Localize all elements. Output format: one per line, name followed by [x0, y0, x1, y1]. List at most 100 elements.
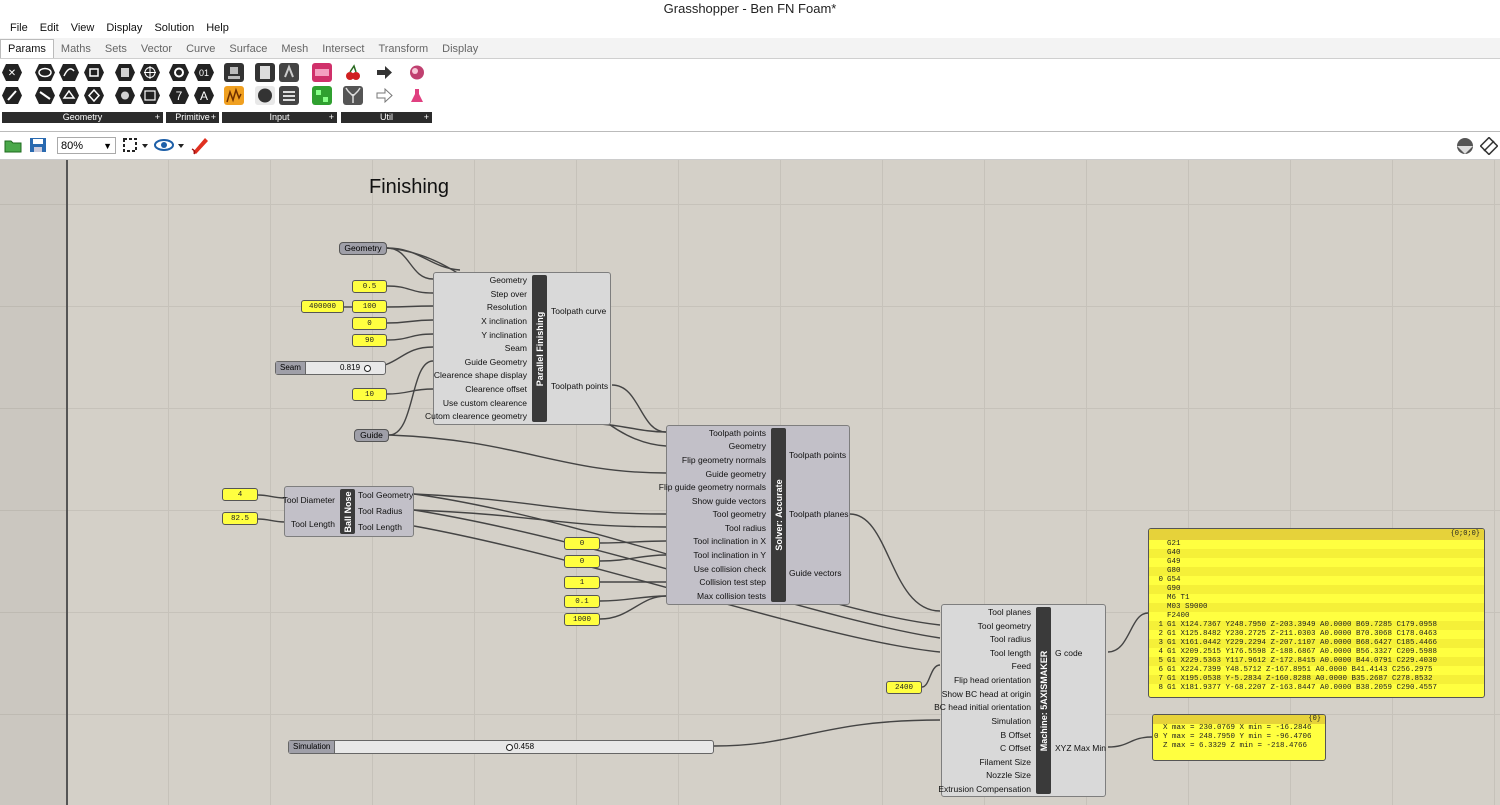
import-icon[interactable]: [224, 63, 244, 82]
zoom-extents-icon[interactable]: [122, 137, 150, 153]
input-tool-radius[interactable]: Tool radius: [724, 523, 766, 533]
panel-icon[interactable]: [255, 63, 275, 82]
solver-accurate-component[interactable]: Solver: Accurate Toolpath points Geometr…: [659, 425, 850, 605]
flask-icon[interactable]: [407, 86, 427, 105]
geometry-param[interactable]: Geometry: [339, 242, 387, 255]
tab-sets[interactable]: Sets: [104, 43, 127, 55]
output-xyz-max-min[interactable]: XYZ Max Min: [1055, 743, 1107, 753]
input-flip-head-orientation[interactable]: Flip head orientation: [953, 675, 1031, 685]
input-y-inclination[interactable]: Y inclination: [481, 330, 527, 340]
tab-curve[interactable]: Curve: [186, 43, 216, 55]
boolean-icon[interactable]: [169, 63, 189, 82]
input-c-offset[interactable]: C Offset: [999, 743, 1031, 753]
menu-file[interactable]: File: [10, 22, 28, 34]
input-toolpath-points[interactable]: Toolpath points: [708, 428, 766, 438]
tab-intersect[interactable]: Intersect: [322, 43, 365, 55]
number-icon[interactable]: 7: [169, 86, 189, 105]
seam-slider[interactable]: Seam 0.819: [275, 361, 386, 375]
geometry-pipeline-icon[interactable]: [140, 86, 160, 105]
output-toolpath-curve[interactable]: Toolpath curve: [551, 306, 607, 316]
output-toolpath-points[interactable]: Toolpath points: [789, 450, 847, 460]
x-inclination-panel[interactable]: 0: [352, 317, 387, 330]
input-guide-geometry[interactable]: Guide Geometry: [464, 357, 527, 367]
tool-diameter-panel[interactable]: 4: [222, 488, 258, 501]
menu-edit[interactable]: Edit: [39, 22, 59, 34]
tab-params[interactable]: Params: [0, 39, 54, 58]
input-show-guide-vectors[interactable]: Show guide vectors: [691, 496, 766, 506]
box-icon[interactable]: [115, 63, 135, 82]
button-icon[interactable]: [255, 86, 275, 105]
max-collision-panel[interactable]: 1000: [564, 613, 600, 626]
relay-arrow-icon[interactable]: [374, 63, 394, 82]
output-toolpath-planes[interactable]: Toolpath planes: [789, 509, 849, 519]
input-extrusion-compensation[interactable]: Extrusion Compensation: [938, 784, 1031, 794]
open-folder-icon[interactable]: [4, 137, 22, 153]
feed-panel[interactable]: 2400: [886, 681, 922, 694]
clearence-offset-panel[interactable]: 10: [352, 388, 387, 401]
text-icon[interactable]: A: [194, 86, 214, 105]
input-clearence-shape-display[interactable]: Clearence shape display: [433, 370, 527, 380]
input-clearence-offset[interactable]: Clearence offset: [465, 384, 527, 394]
seam-slider-knob[interactable]: [364, 365, 371, 372]
input-tool-geometry[interactable]: Tool geometry: [977, 621, 1031, 631]
input-b-offset[interactable]: B Offset: [1000, 730, 1031, 740]
collision-step-panel[interactable]: 0.1: [564, 595, 600, 608]
input-nozzle-size[interactable]: Nozzle Size: [986, 770, 1031, 780]
inclination-x-panel[interactable]: 0: [564, 537, 600, 550]
inclination-y-panel[interactable]: 0: [564, 555, 600, 568]
tab-display[interactable]: Display: [442, 43, 479, 55]
step-over-panel[interactable]: 0.5: [352, 280, 387, 293]
menu-display[interactable]: Display: [106, 22, 143, 34]
vector-icon[interactable]: [2, 86, 22, 105]
tab-surface[interactable]: Surface: [229, 43, 268, 55]
input-seam[interactable]: Seam: [504, 343, 527, 353]
guide-param[interactable]: Guide: [354, 429, 389, 442]
input-resolution[interactable]: Resolution: [486, 302, 527, 312]
simulation-slider-knob[interactable]: [506, 744, 513, 751]
machine-5axismaker-component[interactable]: Machine: 5AXISMAKER Tool planes Tool geo…: [934, 604, 1107, 797]
zoom-select[interactable]: 80%▼: [57, 137, 116, 154]
parallel-finishing-component[interactable]: Parallel Finishing Geometry Step over Re…: [425, 272, 611, 425]
brep-icon[interactable]: [84, 63, 104, 82]
output-tool-geometry[interactable]: Tool Geometry: [358, 490, 414, 500]
input-flip-guide-geometry-normals[interactable]: Flip guide geometry normals: [658, 482, 766, 492]
sketch-pen-icon[interactable]: [190, 135, 210, 155]
curve-icon[interactable]: [59, 63, 79, 82]
canvas-rotate-icon[interactable]: [1479, 136, 1499, 156]
input-geometry[interactable]: Geometry: [728, 441, 766, 451]
simulation-slider[interactable]: Simulation 0.458: [288, 740, 714, 754]
tree-icon[interactable]: [343, 86, 363, 105]
geometry-cache-icon[interactable]: [115, 86, 135, 105]
output-toolpath-points[interactable]: Toolpath points: [551, 381, 609, 391]
point-icon[interactable]: ✕: [2, 63, 22, 82]
input-tool-geometry[interactable]: Tool geometry: [712, 509, 766, 519]
input-tool-length[interactable]: Tool Length: [291, 519, 335, 529]
line-icon[interactable]: [35, 86, 55, 105]
output-guide-vectors[interactable]: Guide vectors: [789, 568, 842, 578]
input-tool-inclination-x[interactable]: Tool inclination in X: [693, 536, 766, 546]
ball-nose-component[interactable]: Ball Nose Tool Diameter Tool Length Tool…: [283, 486, 414, 537]
preview-eye-icon[interactable]: [154, 137, 186, 153]
input-tool-length[interactable]: Tool length: [989, 648, 1031, 658]
canvas-mode-icon[interactable]: [1456, 137, 1474, 155]
input-x-inclination[interactable]: X inclination: [481, 316, 527, 326]
input-tool-inclination-y[interactable]: Tool inclination in Y: [693, 550, 766, 560]
input-collision-test-step[interactable]: Collision test step: [699, 577, 766, 587]
tab-mesh[interactable]: Mesh: [281, 43, 309, 55]
gradient-icon[interactable]: [312, 63, 332, 82]
menu-help[interactable]: Help: [206, 22, 229, 34]
input-use-custom-clearence[interactable]: Use custom clearence: [442, 398, 527, 408]
relay-arrow-outline-icon[interactable]: [374, 86, 394, 105]
tab-vector[interactable]: Vector: [140, 43, 173, 55]
circle-icon[interactable]: [35, 63, 55, 82]
integer-icon[interactable]: 01: [194, 63, 214, 82]
menu-solution[interactable]: Solution: [154, 22, 195, 34]
input-use-collision-check[interactable]: Use collision check: [693, 564, 766, 574]
input-geometry[interactable]: Geometry: [489, 275, 527, 285]
input-max-collision-tests[interactable]: Max collision tests: [697, 591, 766, 601]
collision-check-panel[interactable]: 1: [564, 576, 600, 589]
output-g-code[interactable]: G code: [1055, 648, 1083, 658]
input-tool-radius[interactable]: Tool radius: [989, 634, 1031, 644]
save-icon[interactable]: [29, 137, 47, 153]
